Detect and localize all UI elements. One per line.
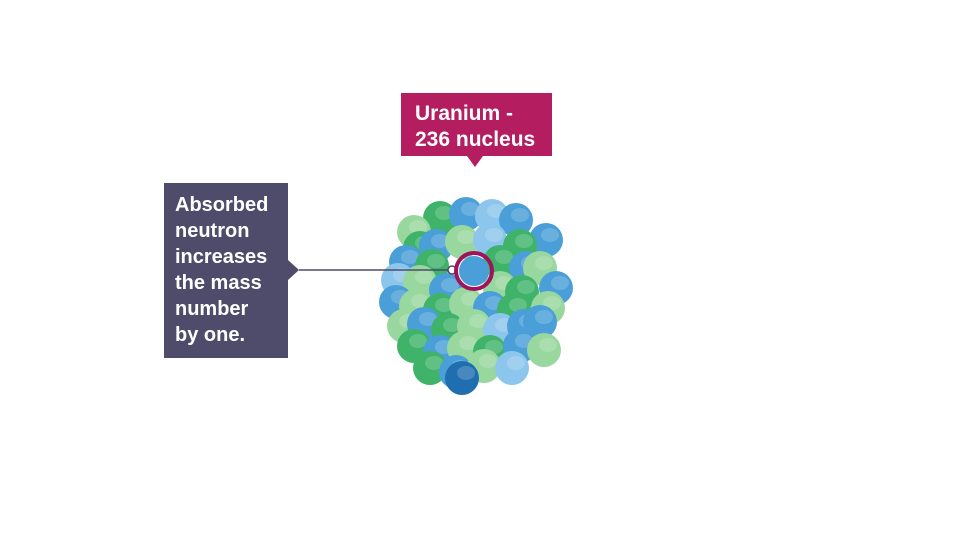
nucleon-highlight <box>541 228 559 242</box>
nucleon-highlight <box>543 296 561 310</box>
nucleon-highlight <box>469 314 487 328</box>
nucleus-label-line: 236 nucleus <box>415 128 536 151</box>
nucleon-highlight <box>415 270 433 284</box>
nucleus-label-pointer <box>467 156 483 167</box>
nucleus-label-line: Uranium - <box>415 102 514 125</box>
nucleon-ball <box>527 333 561 367</box>
nucleon-highlight <box>425 356 443 370</box>
nucleon-highlight <box>511 208 529 222</box>
nucleon-highlight <box>401 250 419 264</box>
neutron-label-line: neutron <box>175 220 250 242</box>
nucleon-highlight <box>535 256 553 270</box>
nucleon-highlight <box>495 250 513 264</box>
nucleon-highlight <box>507 356 525 370</box>
nucleon-ball <box>523 305 557 339</box>
nucleon-ball <box>445 361 479 395</box>
absorbed-neutron-ring <box>454 251 494 291</box>
neutron-label-line: the mass <box>175 272 262 294</box>
nucleon-highlight <box>485 228 503 242</box>
neutron-label: Absorbed neutron increases the mass numb… <box>164 183 288 358</box>
nucleon-highlight <box>509 298 527 312</box>
nucleon-highlight <box>551 276 569 290</box>
nucleon-highlight <box>539 338 557 352</box>
nucleon-ball <box>449 197 483 231</box>
nucleon-highlight <box>515 234 533 248</box>
nucleus-label-background <box>401 93 552 156</box>
nucleus-label: Uranium - 236 nucleus <box>401 93 552 156</box>
nucleon-highlight <box>535 310 553 324</box>
nucleon-ball <box>495 351 529 385</box>
nucleon-highlight <box>409 334 427 348</box>
nucleon-highlight <box>443 318 461 332</box>
absorbed-neutron <box>459 256 489 286</box>
nucleon-ball <box>423 201 457 235</box>
neutron-label-line: Absorbed <box>175 194 269 216</box>
nucleon-highlight <box>441 278 459 292</box>
nucleon-highlight <box>427 254 445 268</box>
nucleon-highlight <box>409 220 427 234</box>
nucleon-highlight <box>479 354 497 368</box>
nucleon-ball <box>499 203 533 237</box>
neutron-label-background <box>164 183 288 358</box>
nucleon-ball <box>445 225 479 259</box>
nucleon-ball <box>413 351 447 385</box>
nucleon-ball <box>529 223 563 257</box>
neutron-label-line: number <box>175 298 249 320</box>
neutron-label-line: increases <box>175 246 268 268</box>
uranium-nucleus <box>379 197 573 395</box>
nucleon-highlight <box>435 206 453 220</box>
nucleon-highlight <box>457 230 475 244</box>
nucleon-highlight <box>461 202 479 216</box>
nucleon-highlight <box>431 234 449 248</box>
neutron-label-pointer <box>288 260 299 280</box>
neutron-label-line: by one. <box>175 324 246 346</box>
nucleon-highlight <box>435 298 453 312</box>
nucleon-highlight <box>459 336 477 350</box>
nucleon-highlight <box>517 280 535 294</box>
nucleon-highlight <box>457 366 475 380</box>
nucleon-highlight <box>419 312 437 326</box>
